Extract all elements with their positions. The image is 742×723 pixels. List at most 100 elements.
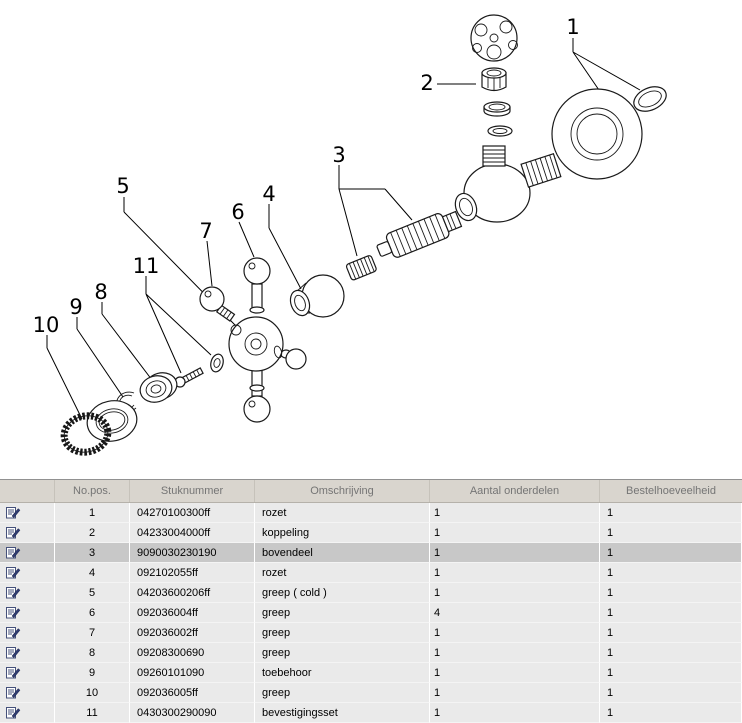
table-row[interactable]: 10 092036005ff greep 1 1 <box>0 683 742 703</box>
part-greep-left <box>199 286 225 312</box>
aantal-cell: 1 <box>430 703 600 723</box>
table-row[interactable]: 5 04203600206ff greep ( cold ) 1 1 <box>0 583 742 603</box>
omschrijving-cell: greep <box>255 683 430 703</box>
omschrijving-cell: greep <box>255 643 430 663</box>
omschrijving-cell: rozet <box>255 503 430 523</box>
part-greep-bottom <box>243 395 271 423</box>
table-header: No.pos. Stuknummer Omschrijving Aantal o… <box>0 479 742 503</box>
table-row[interactable]: 9 09260101090 toebehoor 1 1 <box>0 663 742 683</box>
header-omschrijving: Omschrijving <box>255 480 430 502</box>
stuknummer-cell: 092036004ff <box>130 603 255 623</box>
aantal-cell: 1 <box>430 643 600 663</box>
bestel-cell: 1 <box>600 683 742 703</box>
header-aantal-onderdelen: Aantal onderdelen <box>430 480 600 502</box>
exploded-diagram: 1 2 3 4 5 6 7 8 9 10 11 <box>33 14 667 456</box>
icon-cell <box>0 643 55 663</box>
stuknummer-cell: 0430300290090 <box>130 703 255 723</box>
edit-icon[interactable] <box>6 566 21 579</box>
aantal-cell: 4 <box>430 603 600 623</box>
callout-9: 9 <box>69 295 82 319</box>
bestel-cell: 1 <box>600 543 742 563</box>
icon-cell <box>0 623 55 643</box>
aantal-cell: 1 <box>430 543 600 563</box>
pos-cell: 4 <box>55 563 130 583</box>
bestel-cell: 1 <box>600 623 742 643</box>
table-row[interactable]: 6 092036004ff greep 4 1 <box>0 603 742 623</box>
part-gland <box>139 372 178 403</box>
part-center-body <box>215 283 292 397</box>
part-spline-adapter <box>345 255 377 281</box>
table-row[interactable]: 1 04270100300ff rozet 1 1 <box>0 503 742 523</box>
stuknummer-cell: 092036005ff <box>130 683 255 703</box>
edit-icon[interactable] <box>6 506 21 519</box>
omschrijving-cell: toebehoor <box>255 663 430 683</box>
table-row[interactable]: 11 0430300290090 bevestigingsset 1 1 <box>0 703 742 723</box>
stuknummer-cell: 9090030230190 <box>130 543 255 563</box>
edit-icon[interactable] <box>6 626 21 639</box>
stuknummer-cell: 09260101090 <box>130 663 255 683</box>
callout-4: 4 <box>262 182 275 206</box>
pos-cell: 6 <box>55 603 130 623</box>
part-washer-1 <box>483 101 511 117</box>
callout-5: 5 <box>116 174 129 198</box>
part-rozet-cone <box>289 274 345 318</box>
aantal-cell: 1 <box>430 663 600 683</box>
pos-cell: 3 <box>55 543 130 563</box>
pos-cell: 10 <box>55 683 130 703</box>
callout-2: 2 <box>420 71 433 95</box>
pos-cell: 7 <box>55 623 130 643</box>
callout-1: 1 <box>566 15 579 39</box>
edit-icon[interactable] <box>6 666 21 679</box>
table-row[interactable]: 4 092102055ff rozet 1 1 <box>0 563 742 583</box>
icon-cell <box>0 503 55 523</box>
edit-icon[interactable] <box>6 706 21 719</box>
part-koppeling <box>481 67 507 92</box>
pos-cell: 2 <box>55 523 130 543</box>
pos-cell: 9 <box>55 663 130 683</box>
edit-icon[interactable] <box>6 546 21 559</box>
aantal-cell: 1 <box>430 563 600 583</box>
callout-7: 7 <box>199 219 212 243</box>
header-stuknummer: Stuknummer <box>130 480 255 502</box>
table-row[interactable]: 8 09208300690 greep 1 1 <box>0 643 742 663</box>
pos-cell: 8 <box>55 643 130 663</box>
bestel-cell: 1 <box>600 603 742 623</box>
icon-cell <box>0 523 55 543</box>
exploded-view-panel: 1 2 3 4 5 6 7 8 9 10 11 <box>32 14 667 456</box>
callout-10: 10 <box>33 313 60 337</box>
edit-icon[interactable] <box>6 686 21 699</box>
part-rozet-flange <box>551 86 667 180</box>
header-icon-column <box>0 480 55 502</box>
stuknummer-cell: 04203600206ff <box>130 583 255 603</box>
part-bevestigingsset <box>174 353 224 388</box>
omschrijving-cell: greep <box>255 623 430 643</box>
callout-8: 8 <box>94 280 107 304</box>
aantal-cell: 1 <box>430 523 600 543</box>
omschrijving-cell: greep ( cold ) <box>255 583 430 603</box>
icon-cell <box>0 583 55 603</box>
icon-cell <box>0 703 55 723</box>
aantal-cell: 1 <box>430 503 600 523</box>
stuknummer-cell: 09208300690 <box>130 643 255 663</box>
header-bestelhoeveelheid: Bestelhoeveelheid <box>626 485 716 497</box>
pos-cell: 1 <box>55 503 130 523</box>
edit-icon[interactable] <box>6 526 21 539</box>
stuknummer-cell: 04233004000ff <box>130 523 255 543</box>
stuknummer-cell: 092036002ff <box>130 623 255 643</box>
edit-icon[interactable] <box>6 586 21 599</box>
table-row[interactable]: 7 092036002ff greep 1 1 <box>0 623 742 643</box>
bestel-cell: 1 <box>600 523 742 543</box>
icon-cell <box>0 663 55 683</box>
table-row[interactable]: 2 04233004000ff koppeling 1 1 <box>0 523 742 543</box>
bestel-cell: 1 <box>600 563 742 583</box>
bestel-cell: 1 <box>600 663 742 683</box>
edit-icon[interactable] <box>6 646 21 659</box>
omschrijving-cell: bevestigingsset <box>255 703 430 723</box>
omschrijving-cell: bovendeel <box>255 543 430 563</box>
callout-11: 11 <box>133 254 160 278</box>
aantal-cell: 1 <box>430 623 600 643</box>
table-row-selected[interactable]: 3 9090030230190 bovendeel 1 1 <box>0 543 742 563</box>
omschrijving-cell: koppeling <box>255 523 430 543</box>
edit-icon[interactable] <box>6 606 21 619</box>
leader-lines <box>46 38 641 420</box>
